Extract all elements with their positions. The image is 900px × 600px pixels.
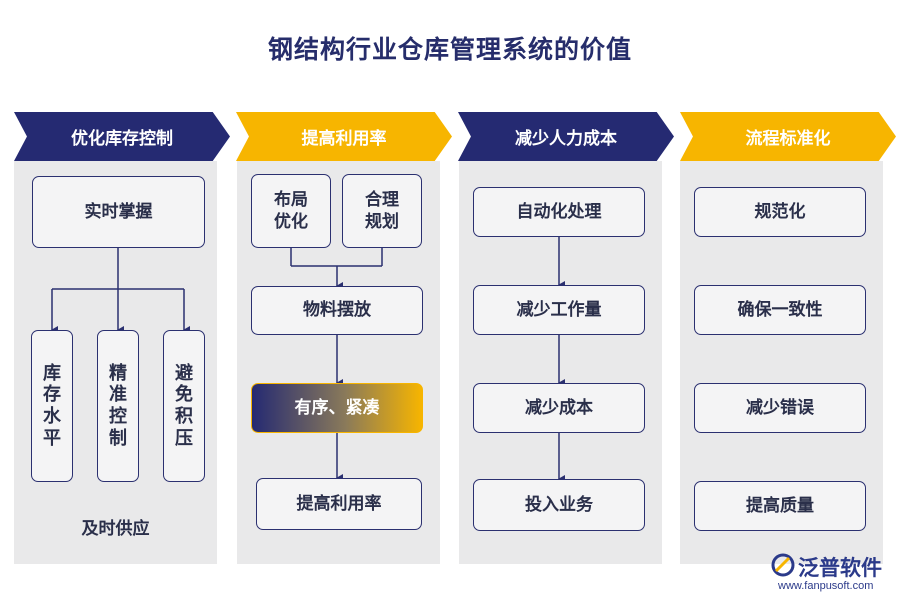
box-reduce-workload: 减少工作量 (473, 285, 645, 335)
box-rational-planning: 合理规划 (342, 174, 422, 248)
box-reduce-errors: 减少错误 (694, 383, 866, 433)
brand-logo: 泛普软件 www.fanpusoft.com (770, 552, 900, 600)
fanpu-logo-icon (771, 553, 795, 577)
page-title: 钢结构行业仓库管理系统的价值 (267, 35, 632, 64)
box-layout-optimization: 布局优化 (251, 174, 331, 248)
label-timely-supply: 及时供应 (81, 519, 150, 539)
logo-name: 泛普软件 (798, 556, 882, 580)
box-material-placement: 物料摆放 (251, 286, 423, 335)
box-ensure-consistency: 确保一致性 (694, 285, 866, 335)
box-improve-quality: 提高质量 (694, 481, 866, 531)
box-precise-control: 精准控制 (97, 330, 139, 482)
box-automated-processing: 自动化处理 (473, 187, 645, 237)
box-reduce-cost: 减少成本 (473, 383, 645, 433)
box-orderly-compact: 有序、紧凑 (251, 383, 423, 433)
box-realtime-grasp: 实时掌握 (32, 176, 205, 248)
box-inventory-level: 库存水平 (31, 330, 73, 482)
box-avoid-overstock: 避免积压 (163, 330, 205, 482)
box-normalization: 规范化 (694, 187, 866, 237)
box-improve-utilization: 提高利用率 (256, 478, 422, 530)
column-header-labor-cost: 减少人力成本 (458, 112, 674, 161)
column-header-standardization: 流程标准化 (680, 112, 896, 161)
column-header-inventory: 优化库存控制 (14, 112, 230, 161)
column-header-utilization: 提高利用率 (236, 112, 452, 161)
logo-url: www.fanpusoft.com (778, 580, 874, 592)
box-invest-business: 投入业务 (473, 479, 645, 531)
